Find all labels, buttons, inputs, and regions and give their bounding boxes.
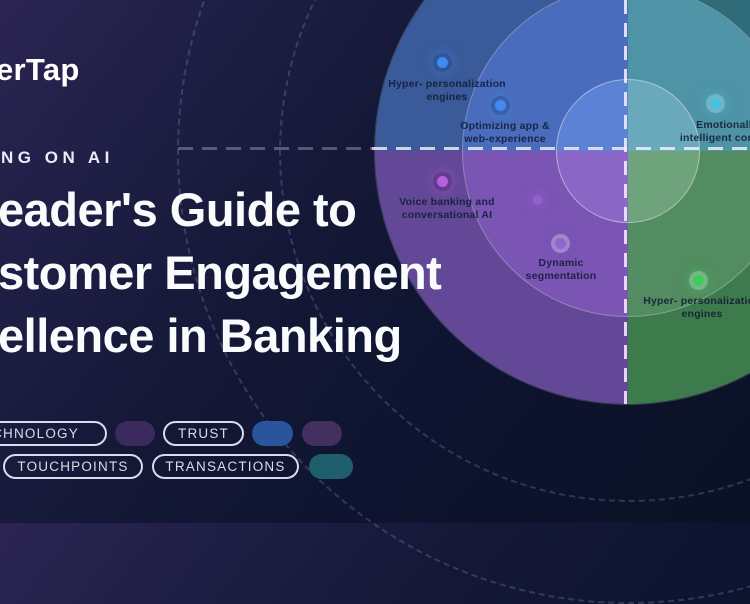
title-line-3: ellence in Banking	[0, 309, 402, 362]
tag-label: TRUST	[178, 426, 229, 441]
label-line: intelligent content	[679, 132, 750, 144]
data-point-dot	[693, 275, 704, 286]
data-point-dot	[437, 176, 448, 187]
page-title: eader's Guide to stomer Engagement ellen…	[0, 178, 468, 367]
clevertap-logo[interactable]: erTap	[0, 52, 80, 87]
label-line: conversational AI	[401, 209, 493, 221]
tag-label: TOUCHPOINTS	[17, 459, 129, 474]
data-point-label: Hyper- personalization engines	[372, 78, 522, 104]
label-line: segmentation	[525, 270, 597, 282]
crosshair-horizontal-dashed-line-left	[178, 147, 372, 150]
crosshair-horizontal-dashed-line-right	[372, 147, 750, 150]
label-line: Emotionally	[696, 119, 750, 131]
filled-pill-decoration	[302, 421, 342, 446]
label-line: Hyper- personalization	[388, 78, 506, 90]
quadrant-bottom-right	[628, 151, 750, 404]
filled-pill-decoration	[115, 421, 155, 446]
data-point-dot	[495, 100, 506, 111]
filled-pill-decoration	[252, 421, 293, 446]
title-line-2: stomer Engagement	[0, 246, 442, 299]
data-point-label: Emotionally intelligent content	[652, 119, 750, 145]
tag-pill-touchpoints[interactable]: TOUCHPOINTS	[3, 454, 143, 479]
tag-pill-technology[interactable]: CHNOLOGY	[0, 421, 107, 446]
data-point-label: Optimizing app & web-experience	[430, 120, 580, 146]
tag-label: CHNOLOGY	[0, 426, 79, 441]
data-point-label: Hyper- personalization engines	[627, 295, 750, 321]
eyebrow-text: NG ON AI	[1, 148, 114, 167]
data-point-dot	[555, 238, 566, 249]
tag-pill-trust[interactable]: TRUST	[163, 421, 244, 446]
quadrant-top-right	[628, 0, 750, 151]
label-line: engines	[681, 308, 723, 320]
label-line: engines	[426, 91, 468, 103]
tag-pill-transactions[interactable]: TRANSACTIONS	[152, 454, 299, 479]
label-line: web-experience	[464, 133, 546, 145]
quadrant-bottom-left	[375, 151, 628, 404]
filled-pill-decoration	[309, 454, 353, 479]
data-point-label: Dynamic segmentation	[486, 257, 636, 283]
tag-label: TRANSACTIONS	[165, 459, 286, 474]
faint-glow-dot	[533, 195, 543, 205]
label-line: Voice banking and	[399, 196, 495, 208]
label-line: Dynamic	[538, 257, 584, 269]
crosshair-vertical-dashed-line	[624, 0, 627, 404]
data-point-label: Voice banking and conversational AI	[372, 196, 522, 222]
data-point-dot	[437, 57, 448, 68]
data-point-dot	[710, 98, 721, 109]
title-line-1: eader's Guide to	[0, 183, 357, 236]
quadrant-chart	[374, 0, 750, 405]
label-line: Hyper- personalization	[643, 295, 750, 307]
label-line: Optimizing app &	[460, 120, 550, 132]
quadrant-top-left	[375, 0, 628, 151]
